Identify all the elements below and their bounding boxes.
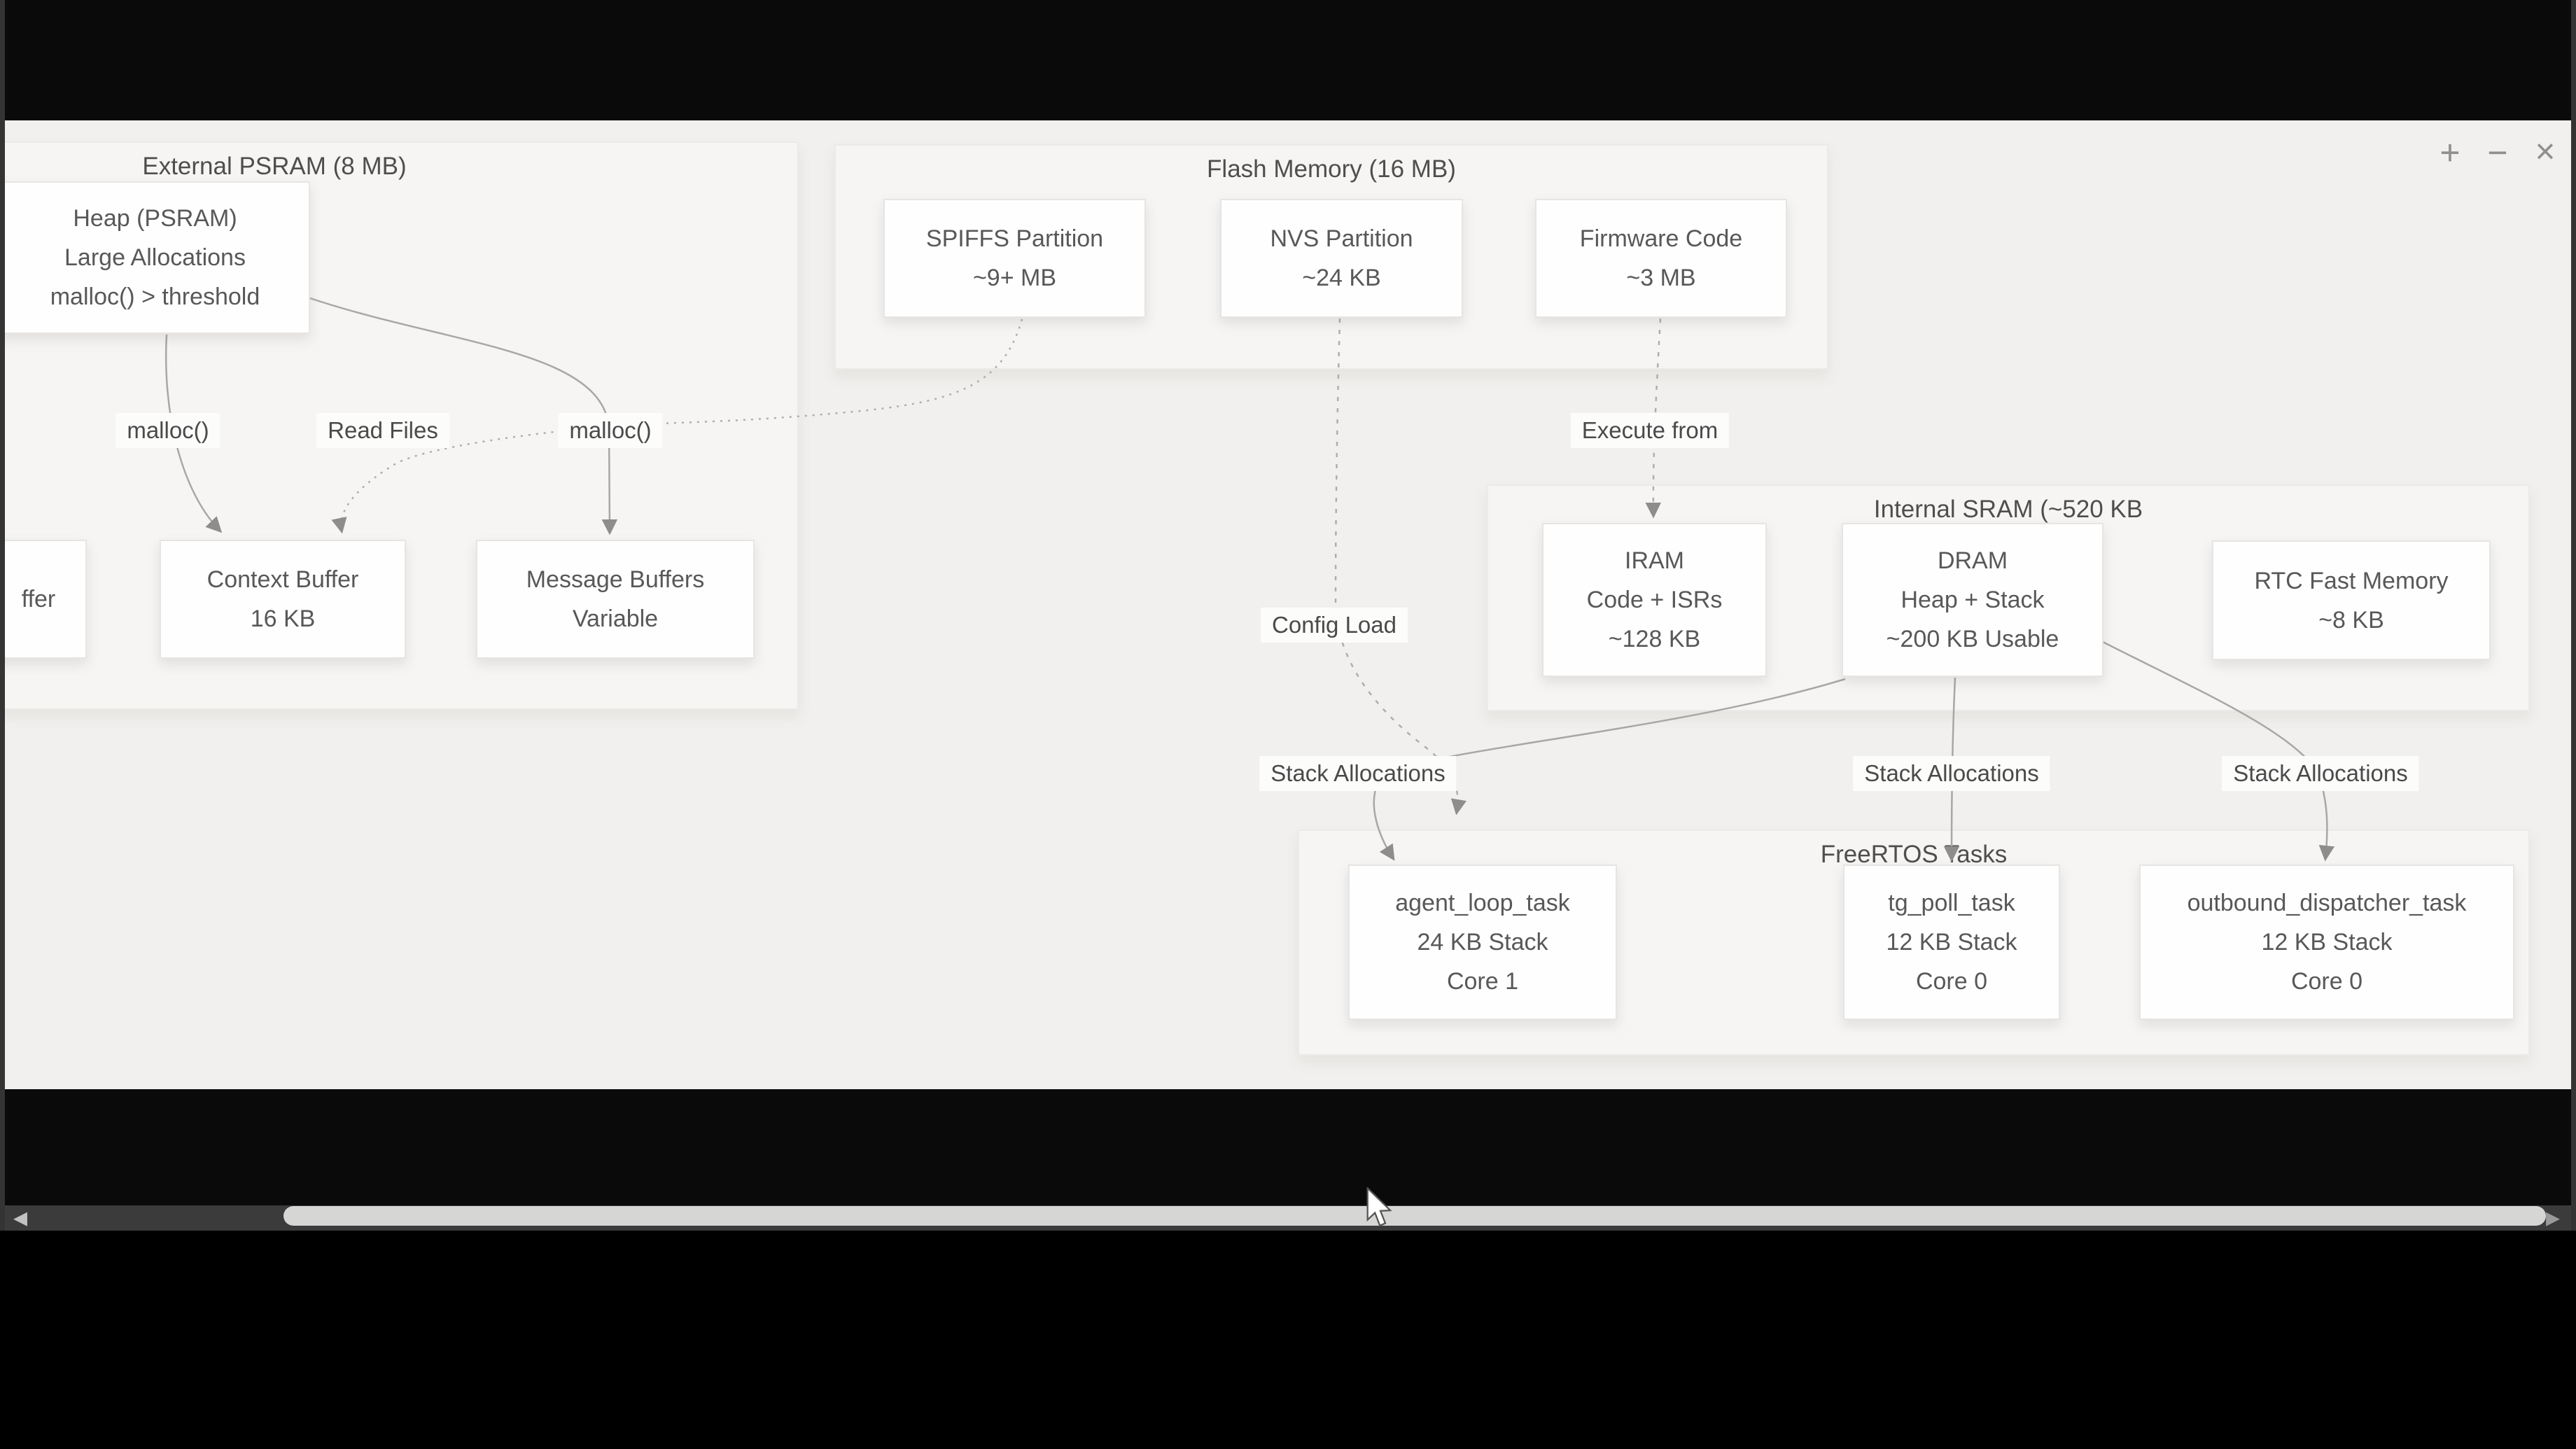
node-context-buffer[interactable]: Context Buffer 16 KB [160, 540, 406, 659]
group-title: FreeRTOS Tasks [1820, 841, 2008, 868]
window-edge-right [2571, 0, 2576, 1231]
node-message-buffers[interactable]: Message Buffers Variable [476, 540, 755, 659]
node-heap-psram[interactable]: Heap (PSRAM) Large Allocations malloc() … [0, 181, 310, 334]
zoom-in-icon[interactable]: + [2440, 133, 2460, 172]
scroll-right-icon[interactable]: ▶ [2546, 1207, 2560, 1228]
mouse-cursor-icon [1366, 1187, 1392, 1227]
close-icon[interactable]: × [2535, 132, 2556, 171]
edge-dram-agent [1373, 678, 1846, 861]
zoom-out-icon[interactable]: − [2487, 133, 2508, 172]
node-agent-loop-task[interactable]: agent_loop_task 24 KB Stack Core 1 [1348, 864, 1617, 1020]
edge-label-malloc-2: malloc() [558, 413, 663, 448]
letterbox-top [0, 0, 2576, 120]
edge-label-stack-allocations-1: Stack Allocations [1259, 756, 1457, 791]
node-spiffs-partition[interactable]: SPIFFS Partition ~9+ MB [883, 199, 1146, 318]
node-iram[interactable]: IRAM Code + ISRs ~128 KB [1542, 523, 1767, 677]
node-tg-poll-task[interactable]: tg_poll_task 12 KB Stack Core 0 [1843, 864, 2060, 1020]
horizontal-scrollbar[interactable]: ◀ ▶ [5, 1205, 2571, 1231]
node-nvs-partition[interactable]: NVS Partition ~24 KB [1220, 199, 1463, 318]
edge-nvs-freertos [1334, 318, 1467, 816]
scroll-left-icon[interactable]: ◀ [13, 1207, 27, 1228]
letterbox-middle [0, 1089, 2576, 1205]
node-rtc-fast-memory[interactable]: RTC Fast Memory ~8 KB [2212, 540, 2491, 660]
edge-heap-message [309, 297, 618, 536]
scrollbar-thumb[interactable] [284, 1206, 2546, 1226]
window-edge-left [0, 0, 5, 1231]
group-title: External PSRAM (8 MB) [142, 153, 407, 180]
edge-label-stack-allocations-2: Stack Allocations [1853, 756, 2050, 791]
edge-label-execute-from: Execute from [1570, 413, 1730, 448]
node-dram[interactable]: DRAM Heap + Stack ~200 KB Usable [1842, 523, 2104, 677]
edge-label-malloc-1: malloc() [115, 413, 220, 448]
letterbox-bottom [0, 1231, 2576, 1449]
node-firmware-code[interactable]: Firmware Code ~3 MB [1535, 199, 1787, 318]
edge-label-config-load: Config Load [1261, 608, 1408, 643]
edge-dram-outbound [2102, 640, 2335, 862]
edge-label-read-files: Read Files [316, 413, 449, 448]
edge-label-stack-allocations-3: Stack Allocations [2222, 756, 2419, 791]
node-clipped-buffer[interactable]: ffer [0, 540, 87, 659]
node-outbound-dispatcher-task[interactable]: outbound_dispatcher_task 12 KB Stack Cor… [2139, 864, 2514, 1020]
group-title: Flash Memory (16 MB) [1207, 155, 1456, 183]
group-title: Internal SRAM (~520 KB [1873, 496, 2143, 523]
